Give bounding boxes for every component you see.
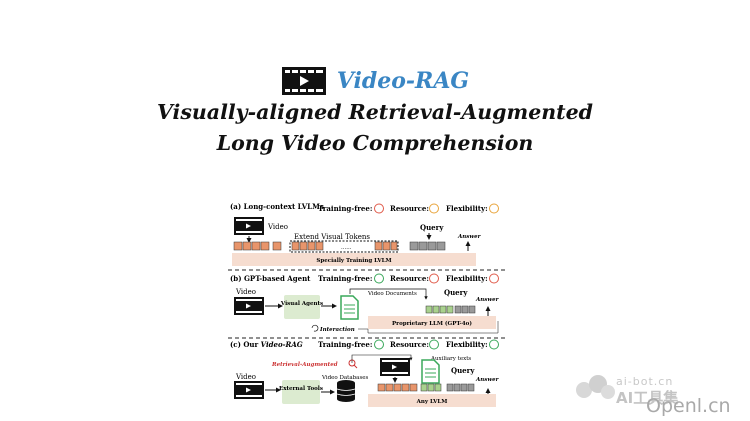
title-row: Video-RAG: [0, 64, 750, 98]
external-tools-box: [282, 380, 320, 404]
extend-tokens-label: Extend Visual Tokens: [294, 233, 370, 241]
training-free-label: Training-free:: [318, 340, 372, 349]
interaction-label: Interaction: [319, 327, 355, 333]
visual-agents-box: [284, 295, 320, 319]
flexibility-label: Flexibility:: [446, 274, 488, 283]
answer-label: Answer: [475, 377, 500, 383]
llm-bar: [368, 316, 496, 329]
llm-bar-label: Proprietary LLM (GPT-4o): [392, 320, 472, 327]
document-icon: [421, 359, 440, 384]
any-lvlm-bar: [368, 394, 496, 407]
neutral-face-icon: [429, 203, 439, 214]
video-icon: [234, 381, 264, 399]
video-databases-label: Video Databases: [321, 375, 369, 381]
neutral-face-icon: [489, 203, 499, 214]
sad-face-icon: [489, 273, 499, 284]
openl-watermark: Openl.cn: [646, 395, 731, 417]
query-token-row: [409, 241, 446, 251]
subtitle-line-2: Long Video Comprehension: [216, 131, 534, 155]
subtitle-line-1: Visually-aligned Retrieval-Augmented: [157, 100, 593, 124]
ellipsis: ......: [341, 245, 352, 251]
sad-face-icon: [429, 273, 439, 284]
happy-face-icon: [429, 339, 439, 350]
happy-face-icon: [489, 339, 499, 350]
brand-title: Video-RAG: [336, 68, 470, 94]
sad-face-icon: [374, 203, 384, 214]
query-label: Query: [451, 366, 475, 375]
external-tools-label: External Tools: [279, 386, 323, 392]
happy-face-icon: [374, 339, 384, 350]
flexibility-label: Flexibility:: [446, 204, 488, 213]
lvlm-bar: [232, 253, 476, 266]
flexibility-label: Flexibility:: [446, 340, 488, 349]
video-label: Video: [267, 223, 288, 231]
retrieval-augmented-label: Retrieval-Augmented: [271, 362, 338, 368]
video-label: Video: [235, 373, 256, 381]
query-label: Query: [444, 288, 468, 297]
video-icon: [234, 297, 264, 315]
aux-token-row: [420, 383, 442, 392]
lvlm-bar-label: Specially Training LVLM: [316, 258, 391, 264]
training-free-label: Training-free:: [318, 204, 372, 213]
panel-b-title: (b) GPT-based Agent: [230, 274, 311, 283]
query-token-row: [446, 383, 475, 392]
video-player-icon: [281, 67, 326, 95]
resource-label: Resource:: [390, 204, 429, 213]
resource-label: Resource:: [390, 274, 429, 283]
panel-c-title: (c) Our Video-RAG: [230, 340, 303, 349]
visual-agents-label: Visual Agents: [280, 301, 323, 307]
doc-token-row: [425, 305, 454, 314]
video-icon: [380, 358, 410, 376]
training-free-label: Training-free:: [318, 274, 372, 283]
query-label: Query: [420, 223, 444, 232]
auxiliary-texts-label: Auxiliary texts: [430, 356, 471, 362]
loop-icon: [311, 324, 319, 332]
comparison-diagram: (a) Long-context LVLMs Training-free: Re…: [228, 202, 508, 407]
answer-label: Answer: [457, 234, 482, 240]
video-label: Video: [235, 288, 256, 296]
aibot-name-watermark: AI工具集: [616, 389, 679, 407]
resource-label: Resource:: [390, 340, 429, 349]
happy-face-icon: [374, 273, 384, 284]
video-documents-label: Video Documents: [367, 291, 417, 297]
aibot-logo-icon: [572, 372, 618, 402]
visual-token-row: [233, 241, 398, 251]
video-icon: [234, 217, 264, 235]
database-icon: [336, 380, 356, 402]
aibot-url-watermark: ai-bot.cn: [616, 375, 674, 388]
any-lvlm-label: Any LVLM: [416, 399, 448, 405]
panel-a-title: (a) Long-context LVLMs: [230, 202, 324, 211]
video-token-row: [377, 383, 418, 392]
document-icon: [340, 295, 359, 320]
answer-label: Answer: [475, 297, 500, 303]
query-token-row: [454, 305, 476, 314]
